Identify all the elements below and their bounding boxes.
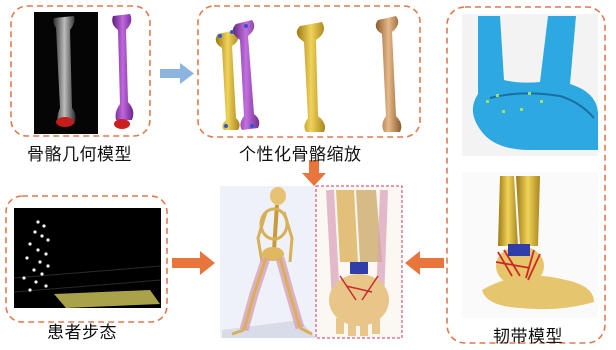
ankle-zoom-inset bbox=[316, 186, 402, 338]
ligament-yellow-bone-model bbox=[462, 172, 598, 318]
ligament-cyan-bone-model bbox=[462, 14, 598, 156]
ct-xray-image bbox=[34, 12, 98, 134]
skeleton-walking-model bbox=[220, 186, 316, 338]
gait-3d-scene bbox=[14, 208, 161, 308]
arrow-left-orange-icon bbox=[405, 251, 444, 275]
scaled-bone-bronze bbox=[376, 16, 402, 132]
purple-bone-model bbox=[112, 14, 133, 129]
arrow-right-orange-icon bbox=[172, 251, 215, 275]
scaled-bones-overlay bbox=[216, 20, 260, 130]
scaled-bone-yellow bbox=[297, 22, 325, 132]
ligament-model-label: 韧带模型 bbox=[493, 322, 563, 347]
patient-gait-label: 患者步态 bbox=[47, 318, 117, 343]
personalized-scaling-label: 个性化骨骼缩放 bbox=[239, 140, 362, 165]
arrow-right-blue-icon bbox=[160, 63, 194, 84]
bone-geometry-label: 骨骼几何模型 bbox=[27, 140, 132, 165]
